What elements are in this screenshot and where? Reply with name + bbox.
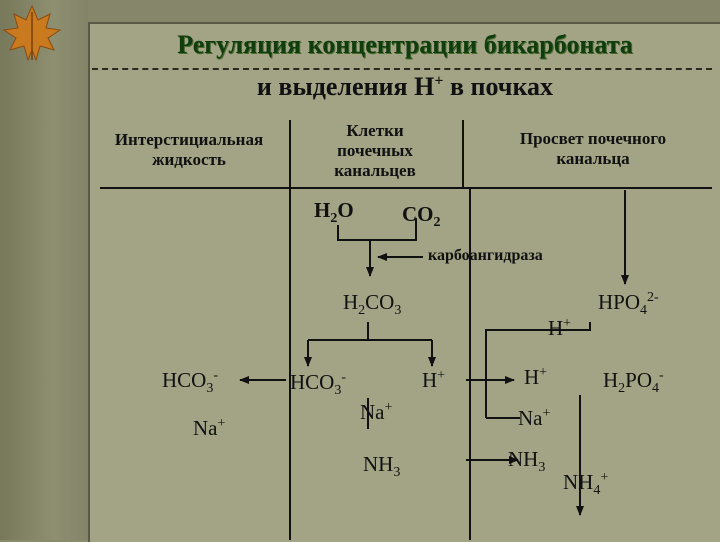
h-to-na-bracket <box>485 322 591 418</box>
slide-title: Регуляция концентрации бикарбоната <box>177 30 633 59</box>
nh4-label: NH4+ <box>563 470 609 499</box>
na-cell-label: Na+ <box>360 400 393 424</box>
title-divider <box>92 68 712 70</box>
slide-panel <box>88 22 720 542</box>
h2o-label: H2O <box>314 198 354 227</box>
header-interstitial-fluid: Интерстициальная жидкость <box>114 130 264 169</box>
header-tubule-lumen: Просвет почечного канальца <box>519 129 667 168</box>
h-ion-cell-label: H+ <box>422 368 446 392</box>
carbonic-anhydrase-label: карбоангидраза <box>428 247 543 264</box>
hco3-interstitial-label: HCO3- <box>162 368 219 397</box>
h-ion-lumen-label: H+ <box>524 365 548 389</box>
slide-left-margin <box>0 0 88 540</box>
autumn-leaf-icon <box>2 4 62 62</box>
h-ion-upper-label: H+ <box>548 316 572 340</box>
h2o-co2-bracket <box>337 218 417 241</box>
hpo4-label: HPO42- <box>598 290 659 319</box>
co2-label: CO2 <box>402 202 441 231</box>
na-lumen-label: Na+ <box>518 406 551 430</box>
h2co3-label: H2CO3 <box>343 290 402 319</box>
hco3-cell-label: HCO3- <box>290 370 347 399</box>
slide-subtitle: и выделения H+ в почках <box>256 72 554 101</box>
h2po4-label: H2PO4- <box>603 368 664 397</box>
nh3-lumen-label: NH3 <box>508 447 546 476</box>
header-tubule-cells: Клетки почечных канальцев <box>334 121 416 180</box>
na-interstitial-label: Na+ <box>193 416 226 440</box>
slide-top-margin <box>88 0 720 22</box>
nh3-cell-label: NH3 <box>363 452 401 481</box>
